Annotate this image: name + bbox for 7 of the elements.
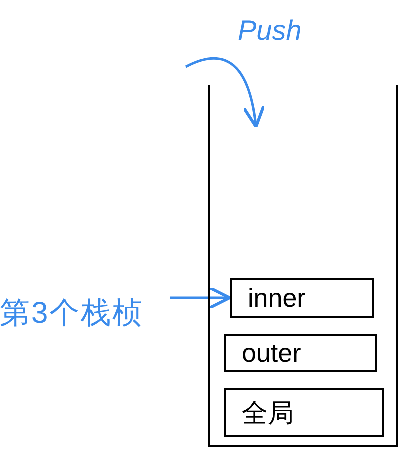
- stack-frame: 全局: [224, 388, 384, 437]
- arrow: [170, 286, 232, 310]
- arrow: [185, 57, 265, 128]
- stack-frame: inner: [230, 278, 374, 318]
- stack-container: [208, 85, 398, 447]
- handwritten-label: 第3个栈桢: [0, 288, 170, 338]
- stack-frame: outer: [224, 334, 377, 372]
